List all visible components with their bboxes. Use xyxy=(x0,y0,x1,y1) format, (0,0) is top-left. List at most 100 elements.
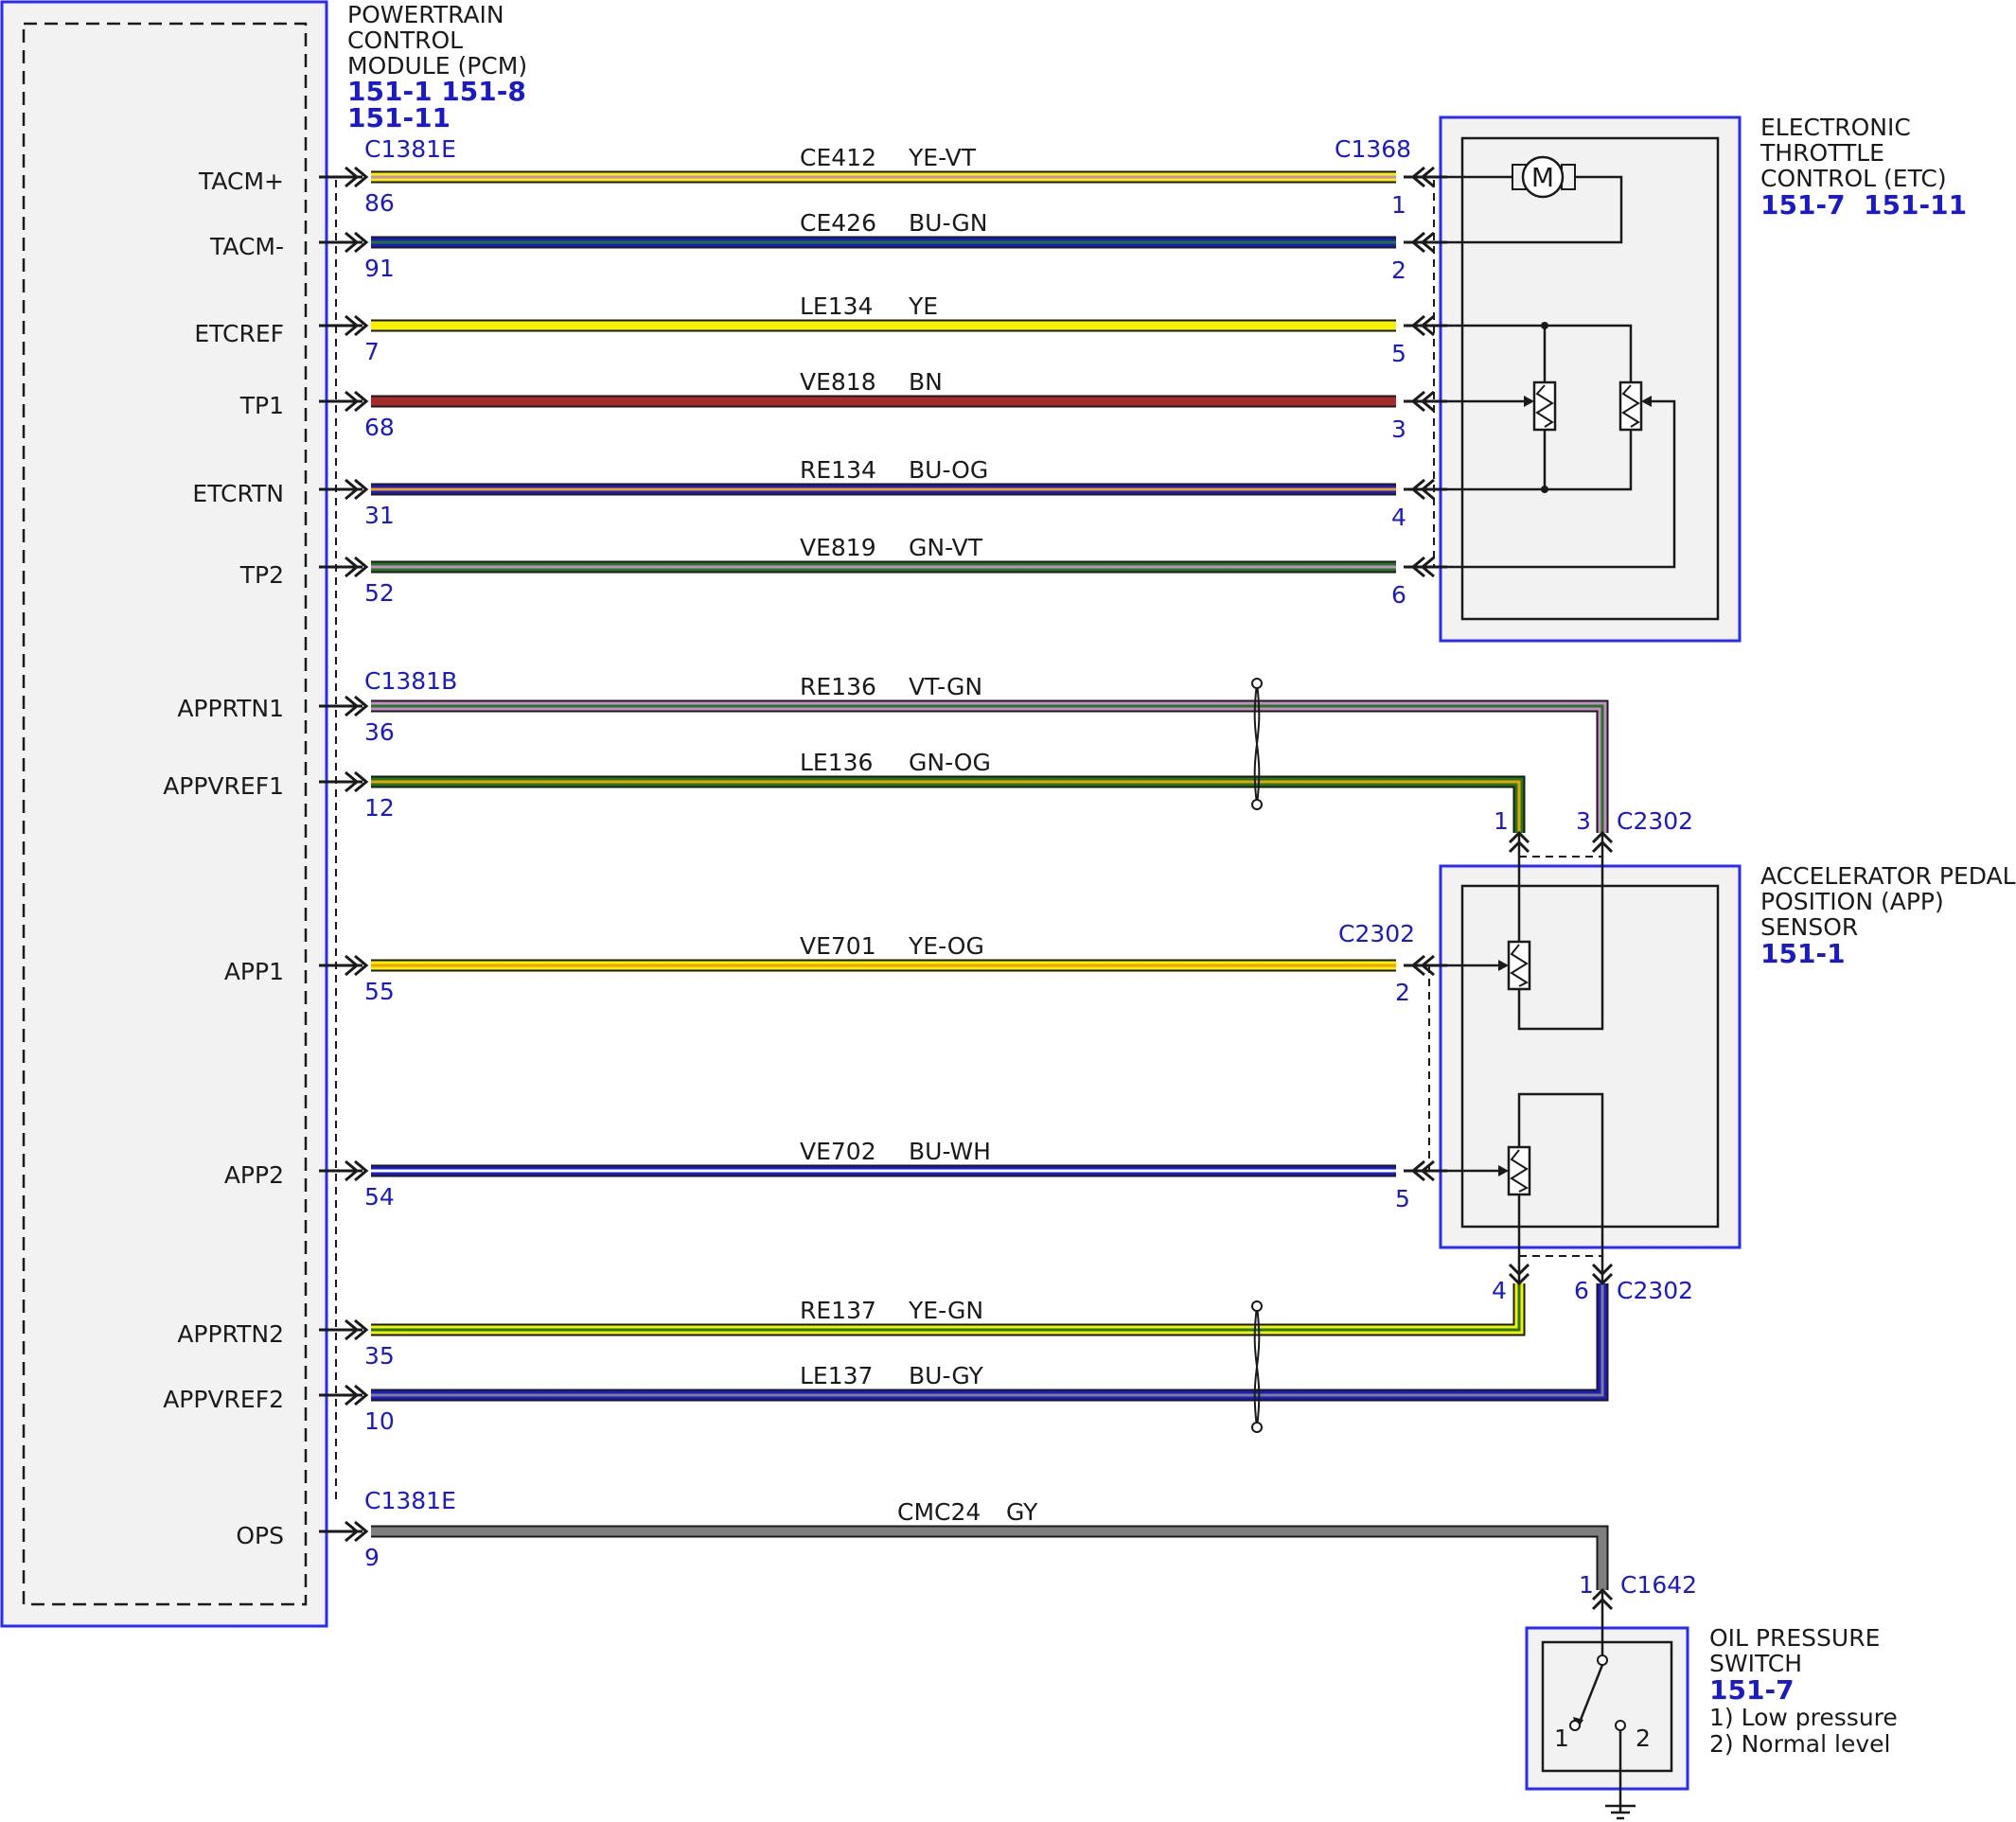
pcm-pin-91: 91 xyxy=(364,255,395,282)
connector-c2302-bot: C2302 xyxy=(1617,1277,1693,1304)
pcm-pin-68: 68 xyxy=(364,414,395,441)
app-sensor-module: ACCELERATOR PEDAL POSITION (APP) SENSOR … xyxy=(1417,857,2016,1263)
connector-brackets xyxy=(335,180,1602,1505)
wire-color-code: BU-OG xyxy=(909,456,988,484)
circuit-id: VE819 xyxy=(800,534,876,561)
wire-color-code: YE-VT xyxy=(908,144,977,171)
signal-tacm: TACM+ xyxy=(198,168,284,195)
pcm-ref-2[interactable]: 151-11 xyxy=(347,102,451,133)
app2-sensor-icon xyxy=(1498,1145,1531,1196)
far-pin-6: 6 xyxy=(1391,581,1406,609)
circuit-id: LE134 xyxy=(800,292,873,320)
far-pin-1: 1 xyxy=(1494,807,1509,835)
tp1-sensor-icon xyxy=(1524,380,1557,432)
circuit-id: CE412 xyxy=(800,144,876,171)
etc-title-line-1: ELECTRONIC xyxy=(1760,114,1911,141)
app-ref-1[interactable]: 151-1 xyxy=(1760,938,1846,969)
signal-tacm: TACM- xyxy=(209,233,284,260)
pcm-pin-10: 10 xyxy=(364,1407,395,1435)
etc-title-line-3: CONTROL (ETC) xyxy=(1760,165,1947,192)
far-pin-2: 2 xyxy=(1391,256,1406,284)
app-title-line-3: SENSOR xyxy=(1760,913,1858,941)
circuit-id: RE134 xyxy=(800,456,876,484)
pcm-pin-31: 31 xyxy=(364,502,395,529)
wire-color-code: BN xyxy=(909,368,943,396)
connector-c2302-mid: C2302 xyxy=(1338,920,1415,947)
wire-color-code: BU-GN xyxy=(909,209,987,237)
pcm-module: POWERTRAIN CONTROL MODULE (PCM) 151-1 15… xyxy=(0,0,527,1628)
connector-labels: C1381E C1368 C1381B C2302 C2302 C2302 C1… xyxy=(364,135,1697,1599)
far-pin-3: 3 xyxy=(1391,416,1406,443)
etc-ref-1[interactable]: 151-7 151-11 xyxy=(1760,189,1967,221)
circuit-id: CMC24 xyxy=(897,1498,981,1526)
oil-pressure-switch: 1 2 OIL PRESSURE SWITCH 151-7 1) Low pre… xyxy=(1525,1604,1898,1820)
twisted-pair-marker-2 xyxy=(1251,1300,1263,1433)
etc-module: M ELECTRONIC THROTTLE CONTROL (ETC) 151-… xyxy=(1417,114,1967,643)
tp2-sensor-icon xyxy=(1618,380,1652,432)
wire-le136: APPVREF1 12 LE136 GN-OG 1 xyxy=(163,749,1530,854)
pcm-pin-9: 9 xyxy=(364,1544,380,1571)
signal-apprtn2: APPRTN2 xyxy=(177,1320,284,1348)
circuit-id: VE702 xyxy=(800,1138,876,1165)
circuit-id: LE137 xyxy=(800,1362,873,1389)
signal-ops: OPS xyxy=(236,1522,284,1549)
far-pin-1: 1 xyxy=(1391,191,1406,219)
circuit-id: RE136 xyxy=(800,673,876,700)
wire-ce426: TACM- 91 CE426 BU-GN 2 xyxy=(209,209,1447,284)
wire-color-code: VT-GN xyxy=(909,673,982,700)
connector-c1381e: C1381E xyxy=(364,135,456,163)
wire-color-code: BU-GY xyxy=(909,1362,984,1389)
wire-color-code: GY xyxy=(1006,1498,1038,1526)
far-pin-1: 1 xyxy=(1579,1571,1594,1599)
connector-c1368: C1368 xyxy=(1335,135,1411,163)
motor-icon: M xyxy=(1512,155,1576,199)
circuit-id: LE136 xyxy=(800,749,873,776)
pcm-title-line-3: MODULE (PCM) xyxy=(347,52,527,80)
far-pin-3: 3 xyxy=(1576,807,1591,835)
ops-contact-2: 2 xyxy=(1636,1725,1651,1752)
ops-title-line-2: SWITCH xyxy=(1709,1650,1802,1677)
wire-color-code: GN-OG xyxy=(909,749,991,776)
signal-app1: APP1 xyxy=(224,958,284,985)
twisted-pair-marker-1 xyxy=(1251,678,1263,810)
pcm-title-line-1: POWERTRAIN xyxy=(347,1,504,28)
app-title-line-2: POSITION (APP) xyxy=(1760,888,1944,915)
wire-color-code: BU-WH xyxy=(909,1138,991,1165)
signal-appvref1: APPVREF1 xyxy=(163,772,284,800)
wire-color-code: YE xyxy=(908,292,938,320)
motor-symbol: M xyxy=(1531,162,1554,193)
wire-cmc24: OPS 9 CMC24 GY 1 xyxy=(236,1498,1614,1611)
ops-note-1: 1) Low pressure xyxy=(1709,1704,1898,1731)
far-pin-4: 4 xyxy=(1492,1277,1507,1304)
far-pin-2: 2 xyxy=(1395,979,1410,1006)
pcm-pin-86: 86 xyxy=(364,189,395,217)
wire-le137: APPVREF2 10 LE137 BU-GY 6 xyxy=(163,1263,1614,1435)
ground-icon xyxy=(1605,1804,1636,1820)
signal-apprtn1: APPRTN1 xyxy=(177,695,284,722)
circuit-id: RE137 xyxy=(800,1297,876,1324)
circuit-id: VE701 xyxy=(800,932,876,960)
wire-color-code: YE-OG xyxy=(908,932,984,960)
etc-title-line-2: THROTTLE xyxy=(1760,139,1884,167)
pcm-ref-1[interactable]: 151-1 151-8 xyxy=(347,76,526,107)
ops-ref-1[interactable]: 151-7 xyxy=(1709,1674,1795,1706)
pcm-title-line-2: CONTROL xyxy=(347,27,463,54)
app1-sensor-icon xyxy=(1498,940,1531,991)
ops-title-line-1: OIL PRESSURE xyxy=(1709,1624,1880,1652)
app-title-line-1: ACCELERATOR PEDAL xyxy=(1760,862,2016,890)
pcm-pin-55: 55 xyxy=(364,978,395,1005)
connector-c2302-top: C2302 xyxy=(1617,807,1693,835)
connector-c1381e-ops: C1381E xyxy=(364,1487,456,1514)
far-pin-6: 6 xyxy=(1574,1277,1589,1304)
signal-etcref: ETCREF xyxy=(194,320,284,347)
pcm-pin-36: 36 xyxy=(364,718,395,746)
circuit-id: CE426 xyxy=(800,209,876,237)
signal-appvref2: APPVREF2 xyxy=(163,1386,284,1413)
pcm-pin-12: 12 xyxy=(364,794,395,822)
